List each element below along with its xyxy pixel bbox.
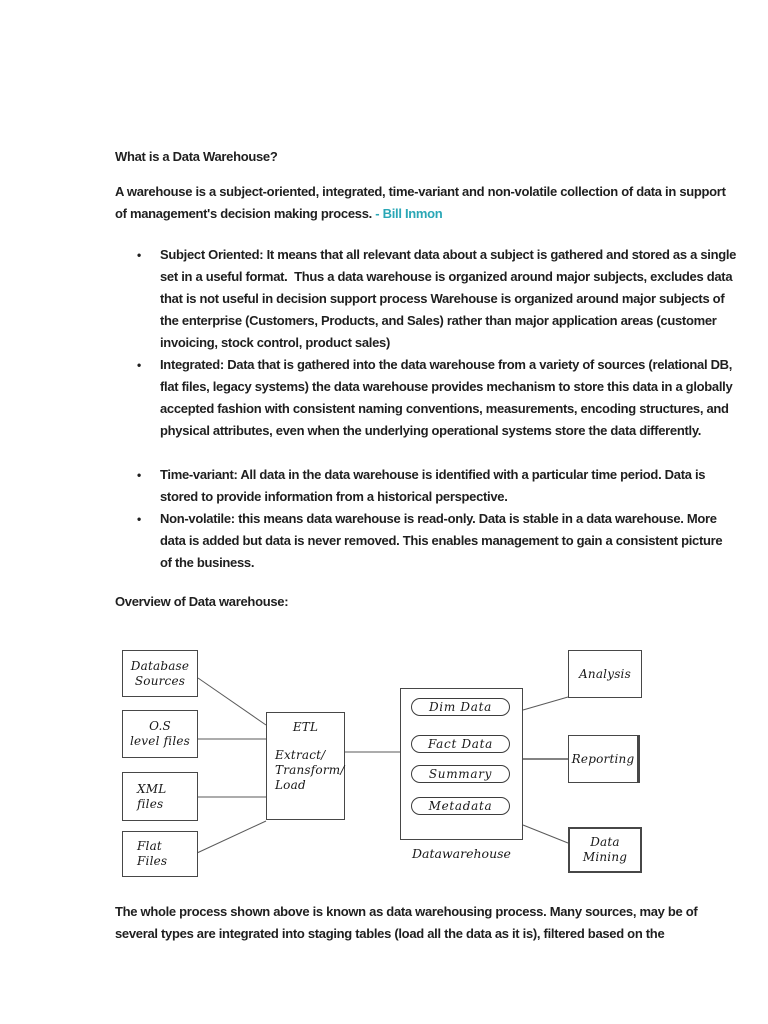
- etl-detail: Extract/ Transform/ Load: [275, 748, 345, 792]
- bullet-lead: Integrated:: [160, 357, 224, 372]
- store-pill-fact-data: Fact Data: [411, 735, 510, 753]
- output-box-reporting: Reporting: [568, 735, 640, 783]
- etl-box: ETL Extract/ Transform/ Load: [266, 712, 345, 820]
- source-box-flat-files: Flat Files: [122, 831, 198, 877]
- warehouse-label: Datawarehouse: [412, 846, 511, 861]
- source-box-database-sources: Database Sources: [122, 650, 198, 697]
- store-pill-metadata: Metadata: [411, 797, 510, 815]
- connector-line: [196, 820, 267, 854]
- architecture-diagram: Database Sources O.S level files XML fil…: [0, 640, 768, 890]
- intro-text: A warehouse is a subject-oriented, integ…: [115, 184, 726, 221]
- connector-line: [197, 677, 267, 726]
- bullet-lead: Time-variant:: [160, 467, 238, 482]
- bullet-text-block: Subject Oriented: It means that all rele…: [160, 244, 737, 354]
- bullet-lead: Subject Oriented:: [160, 247, 264, 262]
- source-box-os-level-files: O.S level files: [122, 710, 198, 758]
- bullet-item-integrated: • Integrated: Data that is gathered into…: [137, 354, 737, 442]
- bullet-text: this means data warehouse is read-only. …: [160, 511, 726, 570]
- store-pill-dim-data: Dim Data: [411, 698, 510, 716]
- bullet-item-subject-oriented: • Subject Oriented: It means that all re…: [137, 244, 737, 354]
- bullet-text: All data in the data warehouse is identi…: [160, 467, 709, 504]
- bullet-marker: •: [137, 358, 141, 372]
- bullet-marker: •: [137, 512, 141, 526]
- connector-line: [522, 696, 569, 711]
- connector-line: [522, 824, 569, 844]
- warehouse-box: Dim Data Fact Data Summary Metadata: [400, 688, 523, 840]
- bullet-text: Data that is gathered into the data ware…: [160, 357, 736, 438]
- bullet-text-block: Time-variant: All data in the data wareh…: [160, 464, 737, 508]
- output-box-analysis: Analysis: [568, 650, 642, 698]
- bullet-text: It means that all relevant data about a …: [160, 247, 740, 350]
- attribution-text: - Bill Inmon: [375, 206, 443, 221]
- bullet-item-time-variant: • Time-variant: All data in the data war…: [137, 464, 737, 508]
- source-box-xml-files: XML files: [122, 772, 198, 821]
- page-title: What is a Data Warehouse?: [115, 149, 278, 164]
- overview-heading: Overview of Data warehouse:: [115, 594, 289, 609]
- store-pill-summary: Summary: [411, 765, 510, 783]
- output-box-data-mining: Data Mining: [568, 827, 642, 873]
- bullet-marker: •: [137, 468, 141, 482]
- closing-paragraph: The whole process shown above is known a…: [115, 904, 698, 941]
- bullet-text-block: Non-volatile: this means data warehouse …: [160, 508, 737, 574]
- bullet-text-block: Integrated: Data that is gathered into t…: [160, 354, 737, 442]
- bullet-item-non-volatile: • Non-volatile: this means data warehous…: [137, 508, 737, 574]
- connector-lines: [196, 677, 569, 854]
- etl-title: ETL: [292, 720, 319, 734]
- intro-paragraph: A warehouse is a subject-oriented, integ…: [115, 181, 740, 225]
- bullet-lead: Non-volatile:: [160, 511, 235, 526]
- bullet-marker: •: [137, 248, 141, 262]
